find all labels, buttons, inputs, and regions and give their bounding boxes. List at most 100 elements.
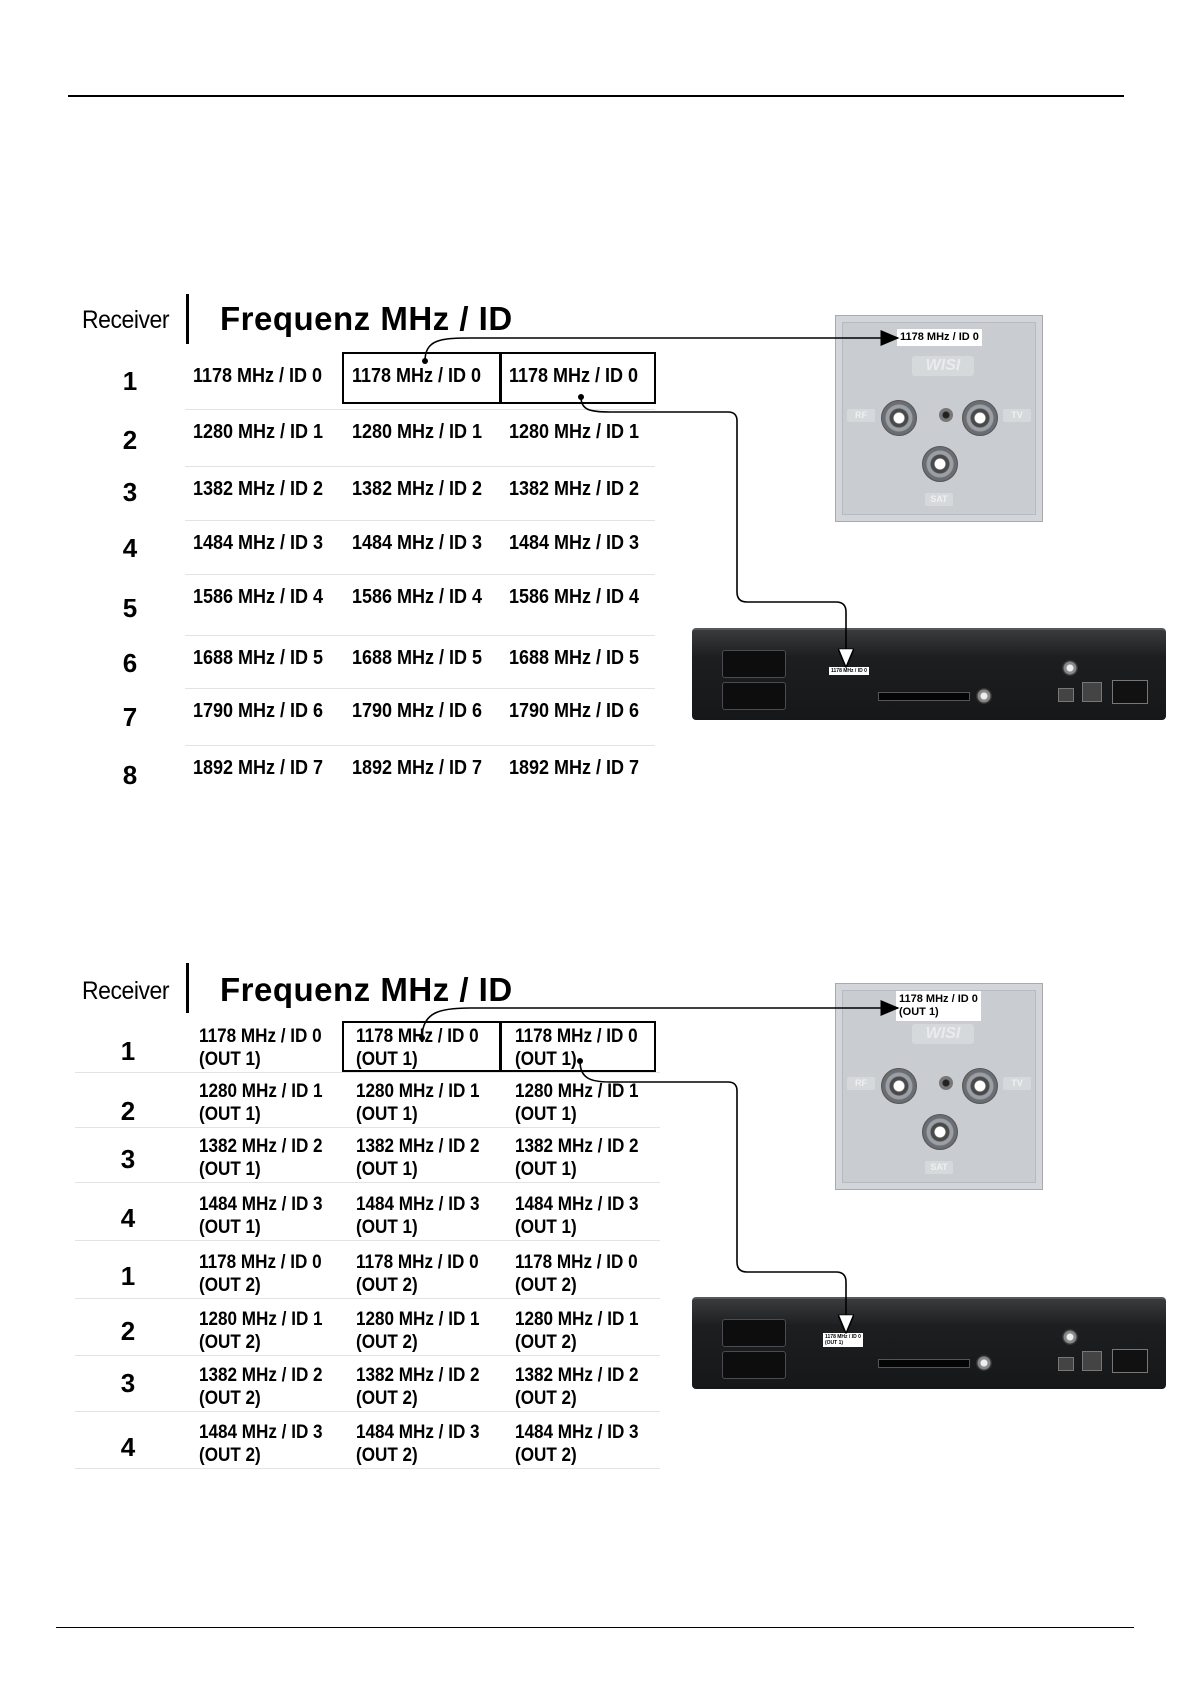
frequency-line: 1178 MHz / ID 0 xyxy=(356,1026,479,1047)
frequency-cell: 1382 MHz / ID 2(OUT 1) xyxy=(356,1135,480,1181)
frequency-line: 1280 MHz / ID 1 xyxy=(515,1081,639,1102)
row-divider xyxy=(75,1072,660,1073)
header-divider xyxy=(186,294,189,344)
frequency-cell: 1178 MHz / ID 0 xyxy=(352,365,482,387)
frequency-cell: 1688 MHz / ID 5 xyxy=(509,647,640,669)
frequency-line: 1382 MHz / ID 2 xyxy=(515,1136,639,1157)
frequency-cell: 1484 MHz / ID 3 xyxy=(352,532,483,554)
frequency-line: 1382 MHz / ID 2 xyxy=(199,1365,323,1386)
frequency-cell: 1178 MHz / ID 0(OUT 2) xyxy=(356,1251,479,1297)
row-number: 4 xyxy=(122,533,138,563)
highlight-box-col3-row1 xyxy=(499,1021,656,1072)
frequency-cell: 1688 MHz / ID 5 xyxy=(352,647,483,669)
frequency-cell: 1178 MHz / ID 0 xyxy=(193,365,323,387)
screw-icon xyxy=(939,1076,953,1090)
lnb-input-icon xyxy=(976,1355,992,1371)
tv-port-icon xyxy=(962,1068,998,1104)
tv-port-icon xyxy=(962,400,998,436)
frequency-line: 1280 MHz / ID 1 xyxy=(199,1081,323,1102)
output-line: (OUT 2) xyxy=(356,1275,418,1296)
frequency-line: 1178 MHz / ID 0 xyxy=(199,1252,322,1273)
row-divider xyxy=(75,1355,660,1356)
row-number: 5 xyxy=(122,593,138,623)
output-line: (OUT 2) xyxy=(515,1388,577,1409)
receiver-label-line-2: (OUT 1) xyxy=(825,1340,844,1346)
row-divider xyxy=(185,466,655,467)
row-divider xyxy=(75,1411,660,1412)
row-divider xyxy=(185,409,655,410)
receiver-label-line-1: 1178 MHz / ID 0 xyxy=(825,1334,861,1340)
frequency-line: 1178 MHz / ID 0 xyxy=(356,1252,479,1273)
socket-brand: WISI xyxy=(912,1024,974,1044)
power-switch-icon xyxy=(1062,660,1078,676)
frequency-cell: 1280 MHz / ID 1(OUT 1) xyxy=(515,1080,639,1126)
row-number: 1 xyxy=(120,1036,136,1066)
wire-start-dot xyxy=(577,1058,583,1064)
card-slot-icon xyxy=(878,1359,970,1368)
output-line: (OUT 2) xyxy=(199,1332,261,1353)
frequency-cell: 1178 MHz / ID 0(OUT 1) xyxy=(199,1025,322,1071)
frequency-cell: 1382 MHz / ID 2(OUT 2) xyxy=(199,1364,323,1410)
frequency-cell: 1178 MHz / ID 0(OUT 2) xyxy=(199,1251,322,1297)
row-number: 2 xyxy=(120,1096,136,1126)
row-number: 4 xyxy=(120,1203,136,1233)
frequency-cell: 1280 MHz / ID 1(OUT 1) xyxy=(356,1080,480,1126)
power-switch-icon xyxy=(1062,1329,1078,1345)
card-slot-icon xyxy=(878,692,970,701)
row-number: 3 xyxy=(120,1144,136,1174)
frequency-line: 1280 MHz / ID 1 xyxy=(515,1309,639,1330)
frequency-cell: 1280 MHz / ID 1(OUT 2) xyxy=(356,1308,480,1354)
wire-start-dot xyxy=(422,358,428,364)
header-title: Frequenz MHz / ID xyxy=(220,971,513,1008)
frequency-cell: 1586 MHz / ID 4 xyxy=(509,586,640,608)
sat-tag: SAT xyxy=(925,493,953,506)
row-divider xyxy=(75,1127,660,1128)
frequency-cell: 1382 MHz / ID 2(OUT 1) xyxy=(515,1135,639,1181)
scart-port-icon xyxy=(722,1351,786,1379)
row-number: 8 xyxy=(122,760,138,790)
row-divider xyxy=(75,1182,660,1183)
frequency-cell: 1790 MHz / ID 6 xyxy=(352,700,483,722)
frequency-line: 1382 MHz / ID 2 xyxy=(199,1136,323,1157)
power-socket-icon xyxy=(1112,680,1148,704)
frequency-line: 1484 MHz / ID 3 xyxy=(199,1422,323,1443)
frequency-cell: 1892 MHz / ID 7 xyxy=(193,757,324,779)
receiver-frequency-label: 1178 MHz / ID 0 xyxy=(829,667,869,675)
frequency-cell: 1382 MHz / ID 2(OUT 2) xyxy=(356,1364,480,1410)
frequency-line: 1484 MHz / ID 3 xyxy=(515,1422,639,1443)
output-line: (OUT 1) xyxy=(199,1217,261,1238)
frequency-line: 1484 MHz / ID 3 xyxy=(515,1194,639,1215)
wire-to-receiver xyxy=(580,396,846,666)
frequency-cell: 1280 MHz / ID 1(OUT 1) xyxy=(199,1080,323,1126)
frequency-cell: 1484 MHz / ID 3(OUT 1) xyxy=(356,1193,480,1239)
output-line: (OUT 2) xyxy=(199,1445,261,1466)
frequency-cell: 1586 MHz / ID 4 xyxy=(193,586,324,608)
output-line: (OUT 2) xyxy=(515,1445,577,1466)
frequency-cell: 1892 MHz / ID 7 xyxy=(352,757,483,779)
header-title: Frequenz MHz / ID xyxy=(220,300,513,337)
frequency-line: 1484 MHz / ID 3 xyxy=(356,1422,480,1443)
wire-to-socket xyxy=(421,1000,900,1039)
frequency-cell: 1892 MHz / ID 7 xyxy=(509,757,640,779)
output-line: (OUT 1) xyxy=(199,1049,261,1070)
socket-label-line-1: 1178 MHz / ID 0 xyxy=(899,993,978,1005)
frequency-cell: 1484 MHz / ID 3(OUT 1) xyxy=(515,1193,639,1239)
scart-port-icon xyxy=(722,1319,786,1347)
optical-out-icon xyxy=(1058,688,1074,702)
frequency-cell: 1688 MHz / ID 5 xyxy=(193,647,324,669)
frequency-line: 1382 MHz / ID 2 xyxy=(356,1365,480,1386)
scart-port-icon xyxy=(722,650,786,678)
row-divider xyxy=(75,1468,660,1469)
row-number: 2 xyxy=(122,425,138,455)
output-line: (OUT 1) xyxy=(356,1159,418,1180)
rf-port-icon xyxy=(881,1068,917,1104)
rf-tag: RF xyxy=(847,1077,875,1090)
scart-port-icon xyxy=(722,682,786,710)
row-number: 7 xyxy=(122,702,138,732)
row-number: 1 xyxy=(120,1261,136,1291)
frequency-cell: 1382 MHz / ID 2(OUT 1) xyxy=(199,1135,323,1181)
frequency-cell: 1178 MHz / ID 0(OUT 1) xyxy=(356,1025,479,1071)
frequency-cell: 1178 MHz / ID 0 xyxy=(509,365,639,387)
row-number: 2 xyxy=(120,1316,136,1346)
